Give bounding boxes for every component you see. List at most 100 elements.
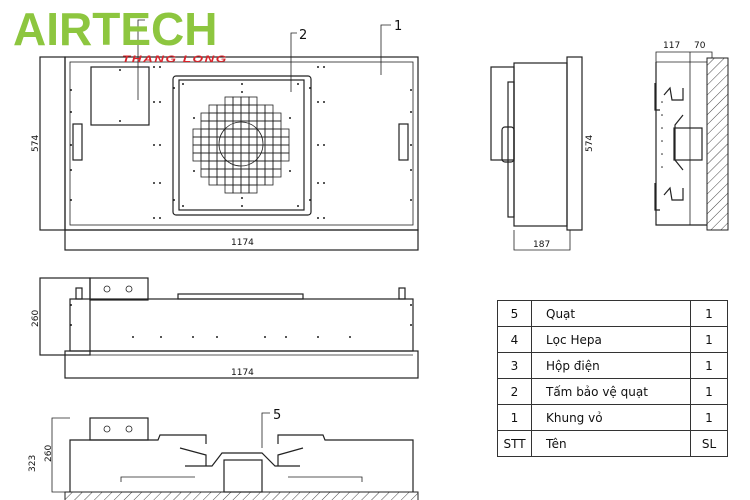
fan-grid-cell	[216, 152, 226, 162]
fan-grid-cell	[256, 176, 266, 186]
screw-dot	[309, 199, 311, 201]
screw-dot	[159, 66, 161, 68]
fan-grid-cell	[192, 144, 202, 154]
fan-grid-cell	[240, 136, 250, 146]
fan-grid-cell	[248, 96, 258, 106]
cell-sl: 1	[690, 352, 728, 379]
installed-section-view: 5 323 260	[28, 408, 419, 500]
fan-grid-cell	[264, 144, 274, 154]
cell-stt: 3	[497, 352, 532, 379]
fan-grid-cell	[224, 112, 234, 122]
fan-grid-cell	[264, 120, 274, 130]
fan-grid-cell	[192, 152, 202, 162]
screw-dot	[317, 217, 319, 219]
screw-dot	[153, 66, 155, 68]
screw-dot	[241, 197, 243, 199]
fan-grid-cell	[216, 136, 226, 146]
dim-bottom-total: 323	[28, 455, 38, 472]
cell-name: Lọc Hepa	[531, 326, 691, 353]
screw-dot	[410, 199, 412, 201]
cell-sl: 1	[690, 300, 728, 327]
screw-dot	[153, 217, 155, 219]
fan-grid-cell	[208, 120, 218, 130]
fan-grid-cell	[200, 112, 210, 122]
fan-grid-cell	[280, 136, 290, 146]
cell-stt: 1	[497, 404, 532, 431]
fan-grid-cell	[264, 160, 274, 170]
fan-grid-cell	[272, 136, 282, 146]
screw-dot	[70, 324, 72, 326]
fan-grid-cell	[240, 144, 250, 154]
fan-grid-cell	[216, 120, 226, 130]
screw-dot	[70, 199, 72, 201]
screw-dot	[323, 144, 325, 146]
fan-grid-cell	[232, 128, 242, 138]
screw-dot	[410, 324, 412, 326]
screw-dot	[661, 114, 663, 116]
elevation-view: 1174 260	[31, 277, 419, 379]
dim-front-height: 574	[31, 135, 41, 152]
fan-grid-cell	[240, 176, 250, 186]
screw-dot	[661, 153, 663, 155]
fan-grid-cell	[264, 176, 274, 186]
fan-grid	[192, 96, 290, 194]
screw-dot	[70, 169, 72, 171]
fan-grid-cell	[216, 112, 226, 122]
handle-left	[72, 123, 83, 161]
screw-dot	[193, 117, 195, 119]
screw-dot	[410, 304, 412, 306]
screw-dot	[159, 182, 161, 184]
fan-grid-cell	[248, 128, 258, 138]
screw-dot	[289, 117, 291, 119]
screw-dot	[70, 111, 72, 113]
screw-dot	[410, 144, 412, 146]
side-view: 187 574	[490, 56, 595, 251]
fan-grid-cell	[240, 96, 250, 106]
screw-dot	[410, 169, 412, 171]
fan-grid-cell	[240, 112, 250, 122]
screw-dot	[153, 144, 155, 146]
fan-grid-cell	[200, 136, 210, 146]
fan-grid-cell	[272, 112, 282, 122]
screw-dot	[661, 140, 663, 142]
cell-stt: 4	[497, 326, 532, 353]
fan-grid-cell	[192, 128, 202, 138]
screw-dot	[173, 199, 175, 201]
dim-elev-width: 1174	[231, 368, 254, 378]
screw-dot	[297, 205, 299, 207]
fan-grid-cell	[256, 144, 266, 154]
fan-grid-cell	[216, 176, 226, 186]
fan-grid-cell	[248, 144, 258, 154]
fan-grid-cell	[272, 160, 282, 170]
cell-sl: 1	[690, 378, 728, 405]
fan-grid-cell	[240, 104, 250, 114]
screw-dot	[159, 217, 161, 219]
fan-grid-cell	[264, 152, 274, 162]
fan-grid-cell	[264, 112, 274, 122]
screw-dot	[159, 144, 161, 146]
fan-grid-cell	[200, 168, 210, 178]
screw-dot	[241, 83, 243, 85]
fan-grid-cell	[240, 168, 250, 178]
fan-grid-cell	[232, 144, 242, 154]
logo-subtitle: THANG LONG	[122, 54, 228, 64]
header-name: Tên	[531, 430, 691, 457]
fan-grid-cell	[280, 128, 290, 138]
header-sl: SL	[690, 430, 728, 457]
screw-dot	[661, 127, 663, 129]
fan-grid-cell	[248, 168, 258, 178]
fan-grid-cell	[256, 160, 266, 170]
screw-dot	[216, 336, 218, 338]
fan-grid-cell	[192, 136, 202, 146]
fan-grid-cell	[208, 112, 218, 122]
dim-front-width: 1174	[231, 238, 254, 248]
fan-grid-cell	[248, 136, 258, 146]
fan-grid-cell	[272, 168, 282, 178]
screw-dot	[70, 144, 72, 146]
